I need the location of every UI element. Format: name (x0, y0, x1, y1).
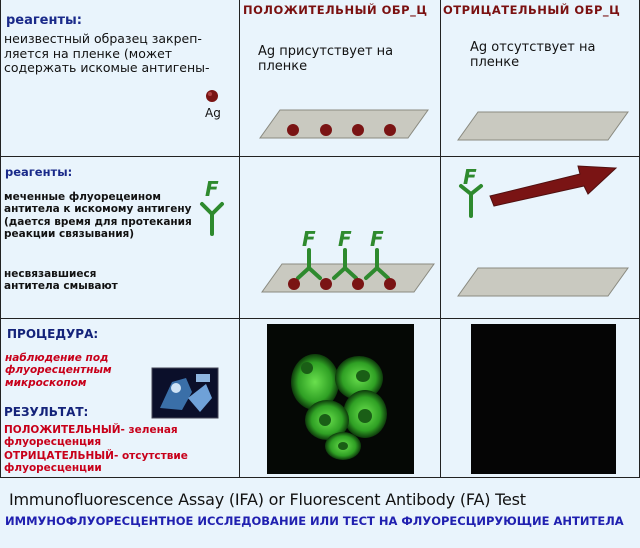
negative-dark-field-image (471, 324, 616, 474)
bound-antibody-1: F (296, 227, 322, 280)
row1-description: неизвестный образец закреп- ляется на пл… (4, 31, 210, 76)
positive-slide-with-antigens (259, 109, 429, 139)
svg-text:F: F (302, 227, 316, 251)
row-divider-1 (0, 156, 640, 157)
column-divider-2 (440, 0, 441, 478)
positive-column-header: ПОЛОЖИТЕЛЬНЫЙ ОБР_Ц (243, 3, 428, 17)
row-divider-2 (0, 318, 640, 319)
result-label: РЕЗУЛЬТАТ: (4, 405, 89, 419)
footer-title: Immunofluorescence Assay (IFA) or Fluore… (9, 490, 526, 509)
bound-antibody-2: F (332, 227, 358, 280)
table-border-left (0, 0, 1, 478)
negative-empty-slide (457, 111, 629, 141)
row2-reagents-label: реагенты: (5, 165, 73, 179)
row-divider-3 (0, 477, 640, 478)
negative-antigen-text: Ag отсутствует на пленке (470, 40, 596, 71)
negative-column-header: ОТРИЦАТЕЛЬНЫЙ ОБР_Ц (443, 3, 621, 17)
svg-text:F: F (370, 227, 384, 251)
row2-description: меченные флуорецеином антитела к искомом… (4, 191, 192, 240)
negative-washed-slide (457, 267, 629, 297)
wash-away-arrow-icon (489, 165, 618, 207)
result-positive-text: ПОЛОЖИТЕЛЬНЫЙ- зеленая флуоресценция (4, 424, 178, 449)
bound-antibody-3: F (364, 227, 390, 280)
column-divider-1 (239, 0, 240, 478)
row1-reagents-label: реагенты: (6, 13, 82, 28)
antigen-sample-icon (206, 90, 218, 102)
fluorescence-microscope-photo (151, 367, 219, 419)
labeled-antibody-icon: F (200, 177, 224, 236)
row2-wash-text: несвязавшиеся антитела смывают (4, 268, 118, 293)
footer-subtitle: ИММУНОФЛУОРЕСЦЕНТНОЕ ИССЛЕДОВАНИЕ ИЛИ ТЕ… (5, 514, 624, 528)
svg-text:F: F (338, 227, 352, 251)
fluorescein-f-label: F (205, 177, 219, 201)
positive-antigen-text: Ag присутствует на пленке (258, 44, 394, 75)
procedure-label: ПРОЦЕДУРА: (7, 327, 99, 341)
result-negative-text: ОТРИЦАТЕЛЬНЫЙ- отсутствие флуоресценции (4, 450, 188, 475)
positive-fluorescence-image (267, 324, 414, 474)
ag-label: Ag (205, 106, 221, 120)
svg-text:F: F (463, 165, 477, 189)
positive-slide-bound-antibodies: F F F (261, 227, 435, 293)
procedure-text: наблюдение под флуоресцентным микроскопо… (5, 352, 112, 389)
unbound-antibody-icon: F (459, 165, 483, 218)
